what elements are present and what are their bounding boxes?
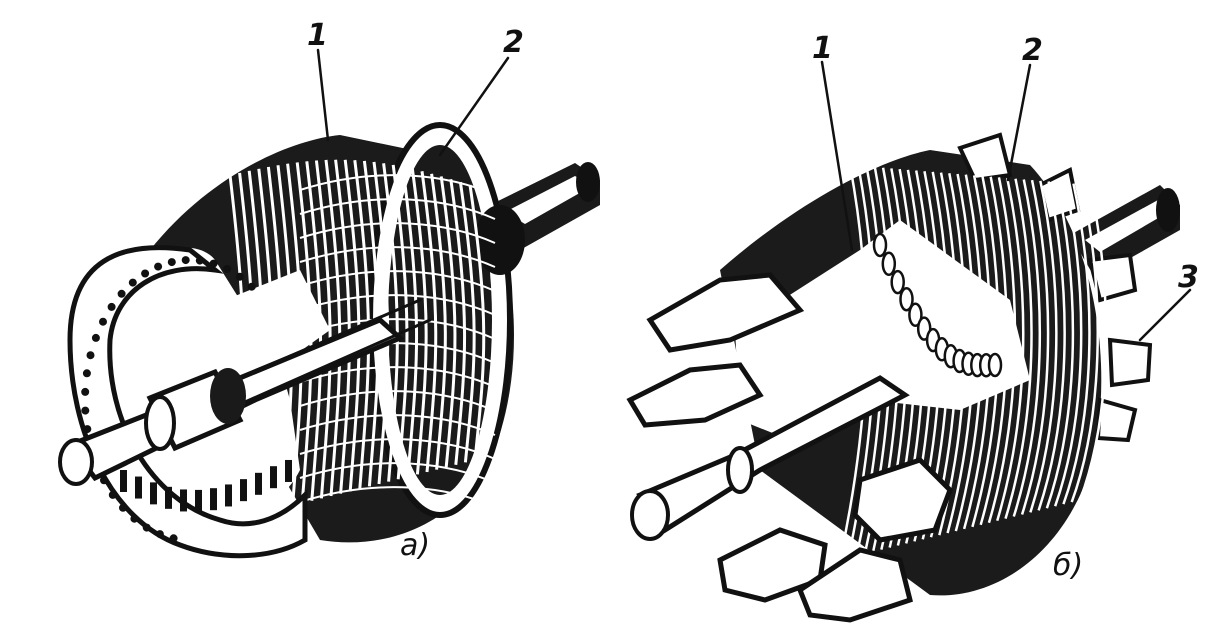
left-fins-b	[626, 272, 953, 623]
lamination-line	[299, 270, 496, 292]
label-2-b: 2	[1022, 33, 1043, 68]
lamination-line	[299, 414, 496, 436]
bar-end	[120, 470, 127, 492]
rotor-bar	[449, 179, 467, 465]
rotor-bar	[468, 184, 486, 461]
flange-hole	[235, 272, 244, 281]
rotor-b-drawing: 1 2 3 б)	[626, 31, 1199, 623]
label-1-a: 1	[307, 18, 328, 53]
bar-end	[270, 466, 277, 489]
flange-hole	[100, 476, 108, 485]
lamination-line	[1020, 179, 1050, 515]
slot	[987, 352, 1003, 378]
lamination-line	[299, 294, 496, 316]
flange-hole	[181, 256, 190, 265]
lamination-line	[1078, 184, 1108, 501]
bar-end	[180, 489, 187, 512]
lamination-line	[299, 198, 496, 220]
flange-hole	[86, 351, 95, 360]
flange-hole	[195, 256, 204, 265]
flange-hole	[128, 278, 137, 287]
bar-end	[210, 488, 217, 511]
rotor-bar	[410, 168, 428, 475]
lamination-line	[1053, 182, 1083, 507]
flange-hole	[167, 258, 176, 267]
shaft-a	[58, 298, 432, 486]
slot	[908, 302, 923, 328]
slots-b	[872, 232, 1003, 378]
flange-hole	[142, 523, 151, 532]
flange-hole	[117, 289, 126, 298]
bar-end	[165, 486, 172, 509]
flange-hole	[223, 265, 232, 273]
lamination-line	[299, 438, 496, 460]
slot	[872, 232, 888, 258]
shaft-b	[630, 375, 910, 541]
lamination-line	[1045, 181, 1075, 509]
lamination-line	[299, 246, 496, 268]
flange-hole	[83, 425, 92, 434]
lamination-line	[1037, 181, 1066, 511]
lamination-line	[1070, 184, 1099, 503]
flange-hole	[169, 534, 178, 543]
flange-hole	[108, 490, 117, 499]
bar-end	[240, 479, 247, 502]
flange-hole	[119, 503, 127, 512]
flange-hole	[99, 317, 107, 326]
flange-hole	[81, 387, 90, 396]
slot	[899, 286, 914, 312]
flange-hole	[107, 302, 116, 311]
flange-hole	[154, 262, 163, 271]
label-3-b: 3	[1178, 260, 1199, 295]
bar-end	[225, 484, 232, 507]
lamination-line	[299, 222, 496, 244]
slot	[890, 269, 905, 295]
leader-line-2-b	[1006, 63, 1032, 182]
flange-hole	[81, 406, 90, 415]
flange-hole	[91, 333, 100, 342]
lamination-line	[1029, 180, 1058, 513]
leader-line-2-a	[438, 56, 510, 157]
lamination-line	[1062, 183, 1091, 505]
leader-line-1-a	[316, 48, 330, 142]
bar-ends-a	[120, 459, 292, 512]
shaft-right-b	[1070, 185, 1180, 278]
flange-hole	[209, 259, 218, 268]
leader-line-3-b	[1138, 288, 1192, 342]
slot	[881, 251, 897, 277]
lamination-line	[1004, 178, 1033, 519]
rotor-bar	[391, 164, 409, 480]
flange-hole	[247, 282, 256, 291]
label-2-a: 2	[503, 25, 524, 60]
lamination-line	[299, 390, 496, 412]
bar-end	[150, 482, 157, 505]
caption-a: а)	[400, 528, 430, 563]
rotor-bar	[401, 166, 419, 477]
lamination-line	[299, 366, 496, 388]
cutaway-b	[735, 220, 1030, 440]
flange-hole	[82, 369, 91, 378]
rotor-bar	[458, 181, 476, 463]
bar-end	[255, 472, 262, 495]
flange-hole	[130, 514, 139, 523]
bar-end	[195, 489, 202, 512]
lamination-line	[1012, 179, 1042, 517]
lamination-line	[299, 462, 496, 484]
leader-line-1-b	[820, 60, 854, 252]
lamination-line	[299, 174, 496, 196]
rotor-a-drawing: 1 2 а)	[58, 18, 600, 563]
lamination-line	[299, 318, 496, 340]
caption-b: б)	[1053, 548, 1083, 583]
flange-hole	[155, 530, 164, 539]
bar-end	[135, 476, 142, 499]
flange-hole	[141, 269, 150, 278]
label-1-b: 1	[812, 31, 833, 66]
bar-end	[285, 459, 292, 482]
